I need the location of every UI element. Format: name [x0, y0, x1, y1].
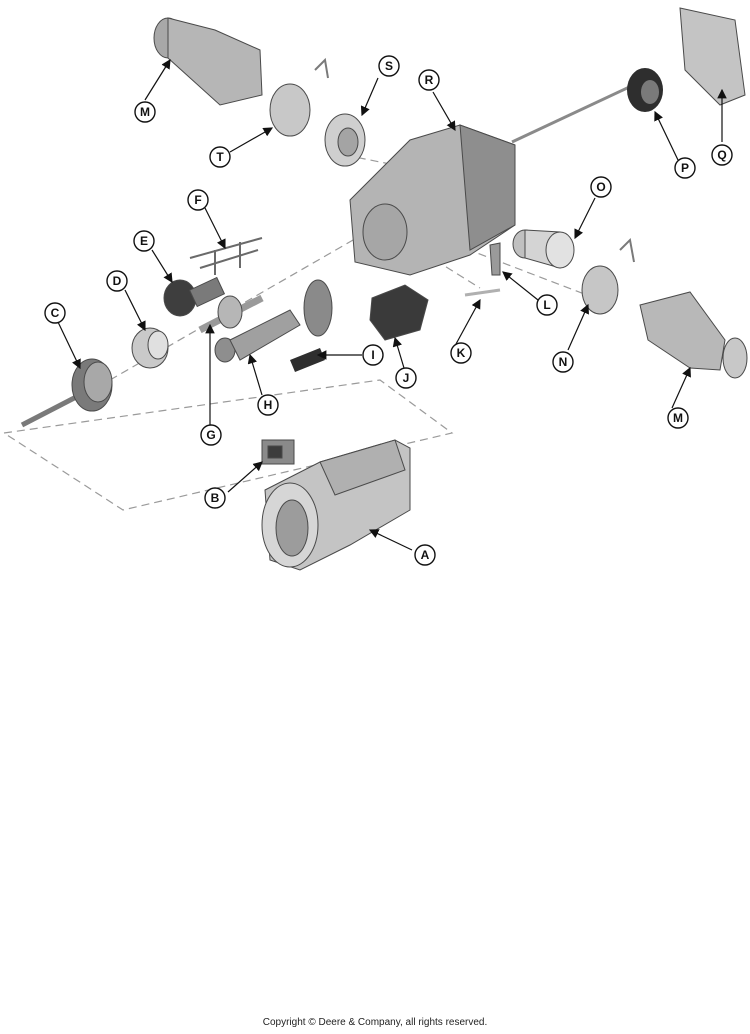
callout-n: N [552, 351, 574, 373]
callout-label: M [140, 105, 150, 119]
bearing-hub-part-d [131, 327, 169, 369]
callout-label: A [421, 548, 430, 562]
callout-label: T [216, 150, 224, 164]
callout-label: Q [717, 148, 726, 162]
callout-label: P [681, 161, 689, 175]
main-case-part-r [349, 124, 516, 276]
callout-label: M [673, 411, 683, 425]
end-cover-part-q [679, 7, 746, 106]
callout-i: I [362, 344, 384, 366]
extension-housing-part-m-lower [639, 291, 748, 379]
input-shaft-part-c [20, 358, 113, 428]
callout-m-upper: M [134, 101, 156, 123]
callout-label: N [559, 355, 568, 369]
callout-label: H [264, 398, 273, 412]
callout-label: I [371, 348, 374, 362]
pump-shaft-part-p [511, 68, 663, 144]
callout-label: O [596, 180, 605, 194]
callout-label: R [425, 73, 434, 87]
callout-o: O [590, 176, 612, 198]
bell-housing-part-a [261, 439, 411, 571]
callout-m-lower: M [667, 407, 689, 429]
callout-label: K [457, 346, 466, 360]
cover-plate-part-t [269, 57, 329, 137]
callout-label: E [140, 234, 148, 248]
callout-label: F [194, 193, 201, 207]
adapter-plate-part-n [581, 237, 635, 315]
extension-housing-part-m-upper [153, 17, 263, 106]
callout-h: H [257, 394, 279, 416]
clutch-disc-part-s [324, 113, 366, 167]
callout-label: L [543, 298, 550, 312]
leader-lines [57, 58, 727, 551]
callout-label: G [206, 428, 215, 442]
callout-q: Q [711, 144, 733, 166]
callout-label: S [385, 59, 393, 73]
sensor-part-b [261, 439, 295, 465]
callout-b: B [204, 487, 226, 509]
callout-label: B [211, 491, 220, 505]
callout-t: T [209, 146, 231, 168]
copyright-notice: Copyright © Deere & Company, all rights … [262, 1017, 488, 1028]
callout-c: C [44, 302, 66, 324]
exploded-transmission-diagram: A B C D E F G H I J K L [3, 7, 748, 571]
callout-l: L [536, 294, 558, 316]
callout-label: D [113, 274, 122, 288]
rod-part-k [464, 288, 501, 297]
callout-p: P [674, 157, 696, 179]
valve-block-part-j [369, 284, 429, 341]
callout-j: J [395, 367, 417, 389]
callout-label: C [51, 306, 60, 320]
callout-e: E [133, 230, 155, 252]
callout-d: D [106, 270, 128, 292]
callout-k: K [450, 342, 472, 364]
callout-r: R [418, 69, 440, 91]
bearing-retainer-part-o [512, 229, 575, 269]
callout-s: S [378, 55, 400, 77]
counter-shaft-part-h [214, 279, 333, 363]
small-fork-part-i [290, 348, 325, 372]
gear-assembly-part-e [163, 276, 226, 317]
callout-g: G [200, 424, 222, 446]
lever-part-l [489, 242, 501, 276]
shift-fork-part-f [189, 237, 263, 275]
callout-label: J [403, 371, 410, 385]
callout-f: F [187, 189, 209, 211]
callout-a: A [414, 544, 436, 566]
